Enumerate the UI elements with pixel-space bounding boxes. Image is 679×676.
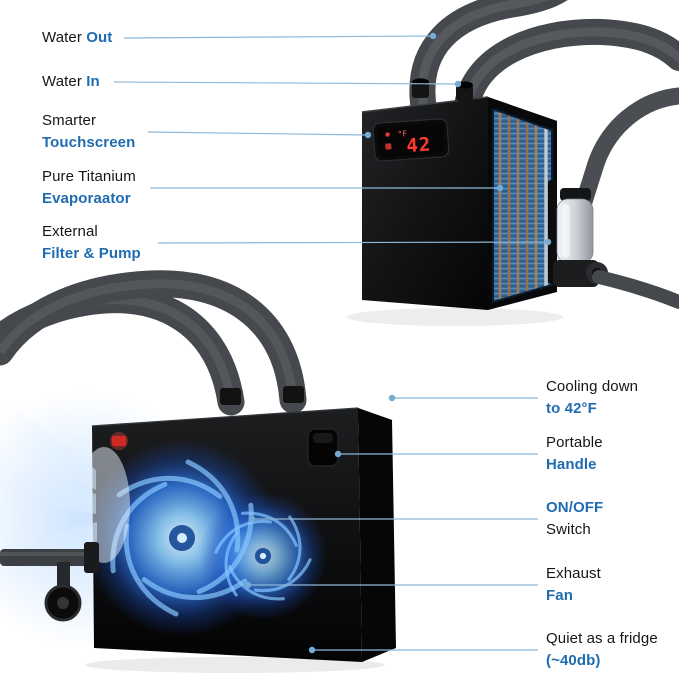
label-portable-handle: Portable Handle: [546, 432, 603, 476]
label-42f-line: to 42°F: [546, 400, 597, 417]
label-quiet-fridge: Quiet as a fridge (~40db): [546, 628, 658, 672]
label-on-off-switch: ON/OFF Switch: [546, 497, 603, 541]
label-evaporator-line: Evaporaator: [42, 190, 131, 207]
label-smarter-line: Smarter: [42, 112, 97, 129]
leader-water-in: [113, 80, 462, 88]
label-filter-pump-line: Filter & Pump: [42, 245, 141, 262]
display-temperature-text: 42: [406, 134, 432, 158]
label-water-in-accent: In: [86, 73, 100, 90]
label-water-out: Water Out: [42, 27, 112, 49]
label-handle-line: Handle: [546, 456, 597, 473]
leader-lines: [113, 32, 552, 654]
label-touchscreen-line: Touchscreen: [42, 134, 136, 151]
leader-evaporator: [150, 184, 504, 192]
label-water-out-accent: Out: [86, 29, 113, 46]
label-water-in: Water In: [42, 71, 100, 93]
portable-handle: [307, 428, 339, 467]
label-portable-line: Portable: [546, 434, 603, 451]
label-switch-line: Switch: [546, 521, 591, 538]
label-cooling-line: Cooling down: [546, 378, 639, 395]
leader-cooling: [388, 394, 538, 402]
leader-switch: [248, 515, 538, 523]
label-exhaust-fan: Exhaust Fan: [546, 563, 601, 607]
filter-pump-assembly: [548, 180, 679, 309]
leader-fan: [244, 581, 538, 589]
bottom-chiller-unit: [0, 270, 396, 673]
label-pure-titanium-evaporator: Pure Titanium Evaporaator: [42, 166, 136, 210]
touchscreen-display: °F 42: [372, 118, 450, 162]
evaporator-coil: [493, 109, 552, 302]
label-smarter-touchscreen: Smarter Touchscreen: [42, 110, 135, 154]
bottom-port-right: [283, 386, 304, 403]
leader-quiet: [308, 646, 538, 654]
leader-water-out: [123, 32, 437, 40]
label-40db-line: (~40db): [546, 652, 601, 669]
hose-top-left: [409, 0, 568, 123]
bottom-port-left: [220, 388, 241, 405]
label-water-out-text: Water: [42, 29, 82, 46]
top-chiller-unit: °F 42: [347, 0, 679, 326]
hose-to-filter: [575, 87, 679, 211]
exhaust-fan-glow: [92, 440, 327, 636]
water-out-port: [412, 78, 429, 98]
hose-top-right: [454, 18, 679, 119]
on-off-switch: [110, 432, 128, 450]
hose-bottom-right: [0, 270, 307, 414]
label-quiet-line: Quiet as a fridge: [546, 630, 658, 647]
mode-icon: [385, 143, 392, 150]
power-led-icon: [385, 132, 390, 137]
label-pure-titanium-line: Pure Titanium: [42, 168, 136, 185]
label-onoff-line: ON/OFF: [546, 499, 604, 516]
label-water-in-text: Water: [42, 73, 82, 90]
leader-touchscreen: [147, 131, 372, 139]
label-fan-line: Fan: [546, 587, 573, 604]
leader-filter-pump: [157, 238, 552, 246]
bottom-unit-side-face: [358, 408, 396, 662]
label-external-filter-pump: External Filter & Pump: [42, 221, 141, 265]
label-exhaust-line: Exhaust: [546, 565, 601, 582]
leader-handle: [334, 450, 538, 458]
drain-valve: [0, 542, 99, 622]
label-cooling-down-42f: Cooling down to 42°F: [546, 376, 638, 420]
label-external-line: External: [42, 223, 98, 240]
display-unit-text: °F: [397, 129, 407, 139]
coil-frame: [492, 107, 553, 304]
